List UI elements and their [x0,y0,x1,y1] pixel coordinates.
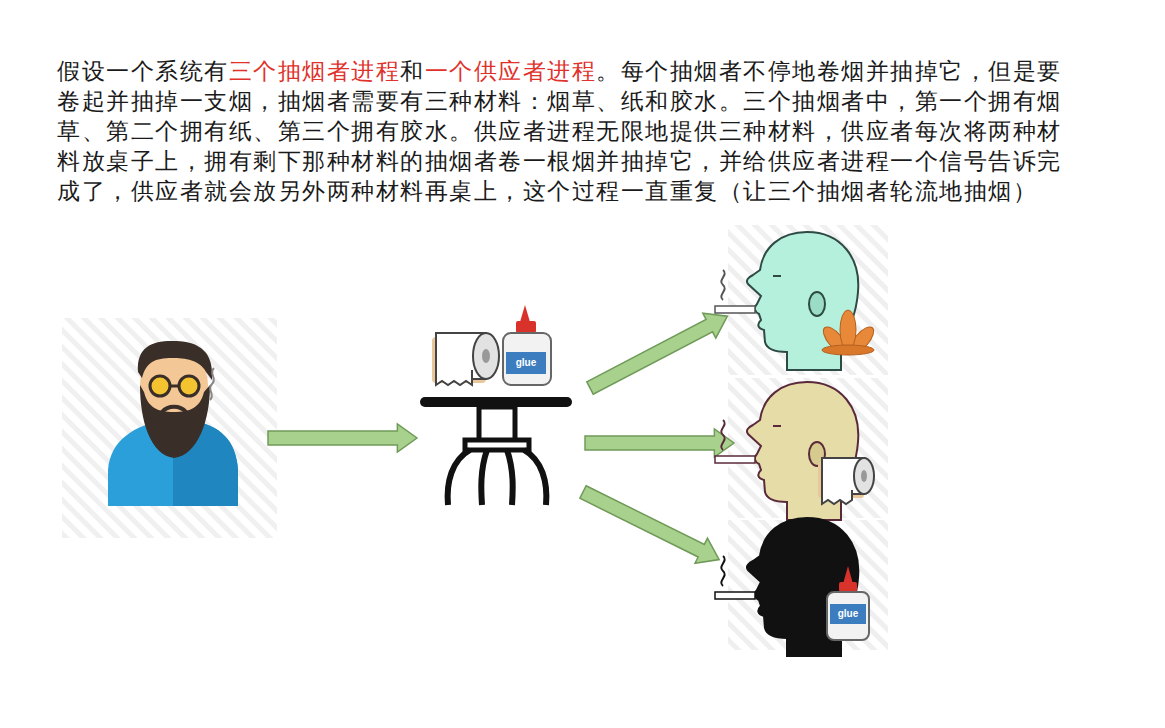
glue-bottle [503,305,551,385]
flow-arrow [268,304,734,572]
paper-roll [432,333,499,385]
description-paragraph: 假设一个系统有三个抽烟者进程和一个供应者进程。每个抽烟者不停地卷烟并抽掉它，但是… [57,57,1085,207]
bottle-label: glue [836,608,861,620]
glue-bottle [827,566,869,640]
paragraph-text: 和 [400,59,425,84]
bottle-label: glue [514,357,539,369]
tobacco-leaf [819,310,877,357]
paragraph-text: 假设一个系统有 [57,59,229,84]
table [420,397,572,505]
paper-roll [818,458,874,504]
smoker-figure [715,382,858,520]
highlight-text: 三个抽烟者进程 [229,59,401,84]
supplier-figure [108,341,238,506]
highlight-text: 一个供应者进程 [425,59,597,84]
